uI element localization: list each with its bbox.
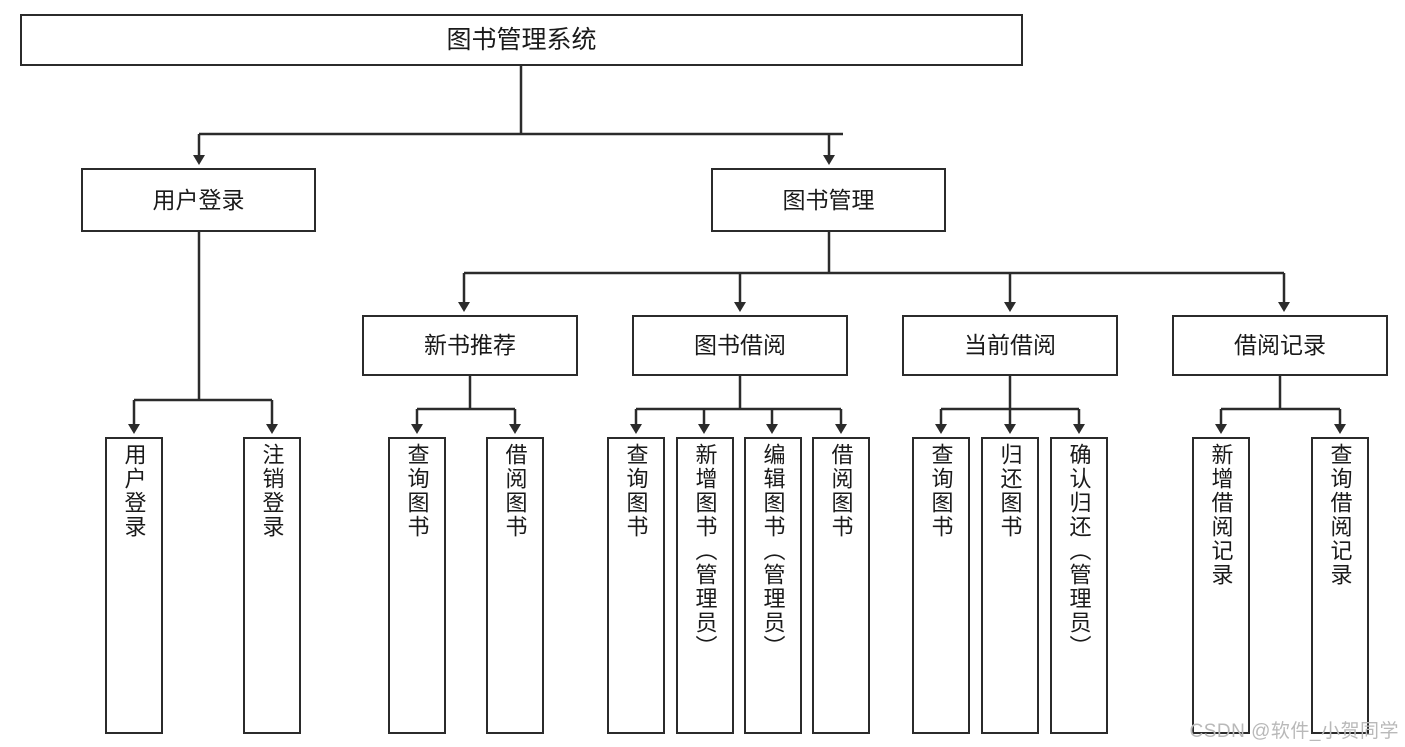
node-book-management[interactable]: 图书管理	[711, 168, 946, 232]
leaf-label: 注销登录	[259, 443, 285, 539]
leaf-current-query-book[interactable]: 查询图书	[912, 437, 970, 734]
leaf-label: 查询图书	[623, 443, 649, 539]
leaf-user-login-logout[interactable]: 注销登录	[243, 437, 301, 734]
leaf-user-login-login[interactable]: 用户登录	[105, 437, 163, 734]
leaf-borrow-edit-book-admin[interactable]: 编辑图书（管理员）	[744, 437, 802, 734]
node-borrow-record-label: 借阅记录	[1234, 332, 1326, 359]
node-new-book-recommend-label: 新书推荐	[424, 332, 516, 359]
node-borrow-record[interactable]: 借阅记录	[1172, 315, 1388, 376]
node-user-login[interactable]: 用户登录	[81, 168, 316, 232]
node-current-borrow[interactable]: 当前借阅	[902, 315, 1118, 376]
node-book-management-label: 图书管理	[782, 186, 875, 213]
node-root-label: 图书管理系统	[446, 25, 597, 54]
leaf-label: 确认归还（管理员）	[1066, 443, 1092, 659]
leaf-record-add-record[interactable]: 新增借阅记录	[1192, 437, 1250, 734]
node-book-borrow[interactable]: 图书借阅	[632, 315, 848, 376]
leaf-label: 编辑图书（管理员）	[760, 443, 786, 659]
leaf-label: 查询图书	[928, 443, 954, 539]
leaf-label: 归还图书	[997, 443, 1023, 539]
leaf-label: 查询图书	[404, 443, 430, 539]
leaf-current-confirm-return-admin[interactable]: 确认归还（管理员）	[1050, 437, 1108, 734]
leaf-label: 新增借阅记录	[1208, 443, 1234, 587]
leaf-label: 借阅图书	[828, 443, 854, 539]
leaf-borrow-add-book-admin[interactable]: 新增图书（管理员）	[676, 437, 734, 734]
node-user-login-label: 用户登录	[152, 186, 245, 213]
leaf-new-book-borrow[interactable]: 借阅图书	[486, 437, 544, 734]
leaf-new-book-query[interactable]: 查询图书	[388, 437, 446, 734]
leaf-label: 新增图书（管理员）	[692, 443, 718, 659]
leaf-borrow-query-book[interactable]: 查询图书	[607, 437, 665, 734]
node-book-borrow-label: 图书借阅	[694, 332, 786, 359]
leaf-current-return-book[interactable]: 归还图书	[981, 437, 1039, 734]
leaf-record-query-record[interactable]: 查询借阅记录	[1311, 437, 1369, 734]
csdn-watermark: CSDN @软件_小贺同学	[1189, 721, 1399, 742]
node-current-borrow-label: 当前借阅	[964, 332, 1056, 359]
node-new-book-recommend[interactable]: 新书推荐	[362, 315, 578, 376]
leaf-borrow-borrow-book[interactable]: 借阅图书	[812, 437, 870, 734]
leaf-label: 查询借阅记录	[1327, 443, 1353, 587]
leaf-label: 借阅图书	[502, 443, 528, 539]
leaf-label: 用户登录	[121, 443, 147, 539]
node-root[interactable]: 图书管理系统	[20, 14, 1023, 66]
